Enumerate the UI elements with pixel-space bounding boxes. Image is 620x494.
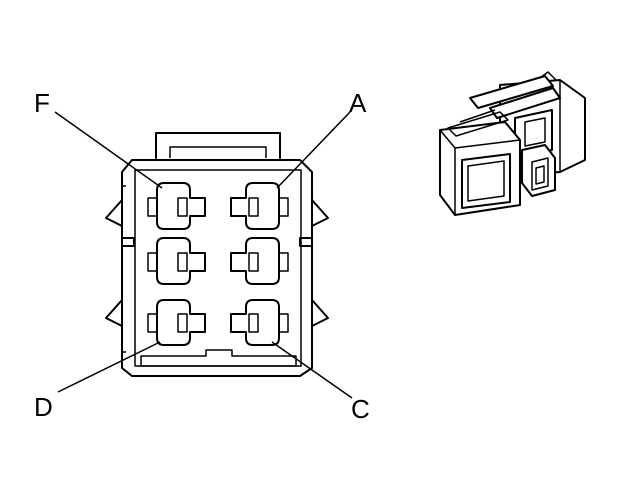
connector-isometric-view bbox=[439, 71, 586, 216]
cavity-b bbox=[230, 237, 289, 285]
pin-label-d: D bbox=[34, 392, 53, 422]
cavity-c bbox=[230, 299, 289, 346]
pin-label-f: F bbox=[34, 88, 50, 118]
cavity-e bbox=[147, 237, 206, 285]
pin-label-a: A bbox=[349, 88, 367, 118]
pin-label-c: C bbox=[351, 394, 370, 424]
leader-line-c bbox=[271, 341, 353, 399]
cavity-d bbox=[147, 299, 206, 346]
leader-line-f bbox=[54, 111, 163, 189]
cavity-f bbox=[147, 182, 206, 230]
connector-face-view bbox=[54, 111, 353, 399]
leader-line-a bbox=[276, 111, 351, 189]
leader-line-d bbox=[57, 341, 161, 393]
cavity-a bbox=[230, 182, 289, 230]
